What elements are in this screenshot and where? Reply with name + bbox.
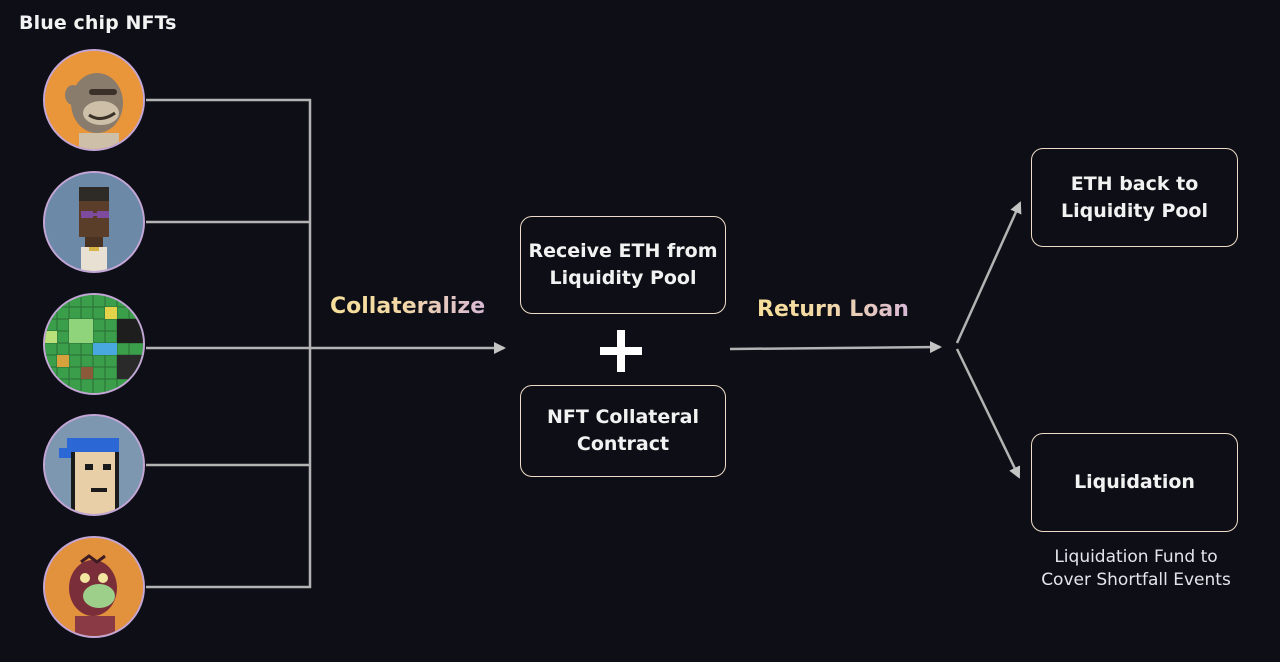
pixel-avatar-icon	[45, 173, 143, 271]
box-receive-eth: Receive ETH from Liquidity Pool	[520, 216, 726, 314]
nft-avatar-punk-bandana	[43, 414, 145, 516]
nft-avatar-mutant-ape	[43, 536, 145, 638]
arrow-to-eth-back	[955, 201, 1022, 344]
box-liquidation: Liquidation	[1031, 433, 1238, 532]
diagram-title: Blue chip NFTs	[19, 12, 177, 34]
box-liquidation-text: Liquidation	[1074, 471, 1195, 494]
nft-avatar-land-map	[43, 293, 145, 395]
box-nft-collateral: NFT Collateral Contract	[520, 385, 726, 477]
punk-icon	[45, 416, 143, 514]
box-eth-back-text: ETH back to Liquidity Pool	[1061, 172, 1208, 222]
label-collateralize: Collateralize	[330, 294, 486, 319]
arrow-to-liquidation	[955, 348, 1021, 479]
liquidation-note: Liquidation Fund to Cover Shortfall Even…	[1041, 547, 1231, 590]
label-return-loan: Return Loan	[757, 297, 909, 322]
nft-avatar-bored-ape	[43, 49, 145, 151]
mutant-ape-icon	[45, 538, 143, 636]
box-receive-eth-text: Receive ETH from Liquidity Pool	[528, 240, 718, 289]
plus-icon	[600, 330, 642, 372]
box-eth-back: ETH back to Liquidity Pool	[1031, 148, 1238, 247]
arrow-return-loan	[729, 341, 942, 354]
map-tile-icon	[45, 295, 143, 393]
nft-avatar-pixel-sunglasses	[43, 171, 145, 273]
box-nft-collateral-text: NFT Collateral Contract	[547, 406, 699, 455]
ape-icon	[45, 51, 143, 149]
